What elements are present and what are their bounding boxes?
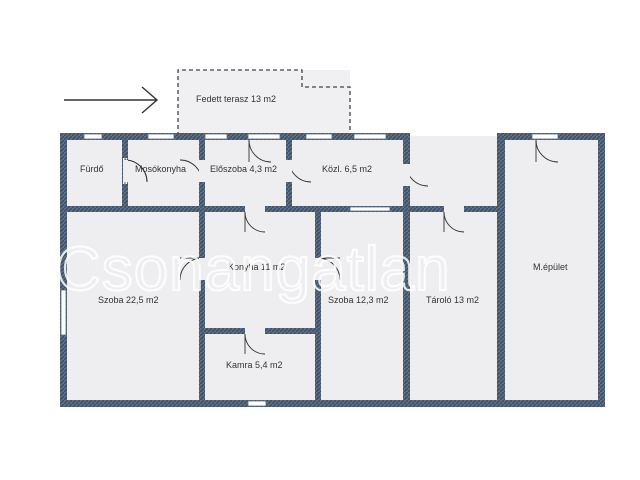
label-mosokonyha: Mosókonyha xyxy=(135,164,186,174)
label-eloszoba: Előszoba 4,3 m2 xyxy=(210,164,277,174)
label-terasz: Fedett terasz 13 m2 xyxy=(196,94,276,104)
entrance-arrow-icon xyxy=(64,86,159,114)
label-kozl: Közl. 6,5 m2 xyxy=(322,164,372,174)
label-m-epulet: M.épület xyxy=(533,262,568,272)
main-floor xyxy=(62,136,602,403)
room-labels: Fürdő Mosókonyha Előszoba 4,3 m2 Közl. 6… xyxy=(80,94,568,370)
label-konyha: Konyha 11 m2 xyxy=(228,262,285,272)
label-kamra: Kamra 5,4 m2 xyxy=(226,360,283,370)
label-furdo: Fürdő xyxy=(80,164,104,174)
door-openings xyxy=(123,160,464,334)
label-szoba-mid: Szoba 12,3 m2 xyxy=(328,295,389,305)
watermark-text: Csonangatlan xyxy=(56,235,451,304)
terrace-outline xyxy=(177,69,351,136)
label-tarolo: Tároló 13 m2 xyxy=(426,295,479,305)
window-icon xyxy=(60,133,559,407)
terrace-floor xyxy=(178,70,350,136)
label-szoba-big: Szoba 22,5 m2 xyxy=(98,295,159,305)
floor-areas xyxy=(62,70,602,403)
